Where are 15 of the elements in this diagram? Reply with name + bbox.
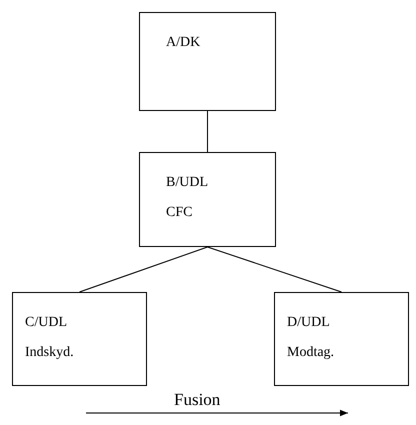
connector-line — [79, 246, 208, 292]
org-box — [12, 292, 147, 386]
box-label: B/UDL — [166, 175, 209, 191]
org-box — [274, 292, 409, 386]
box-label: D/UDL — [287, 315, 331, 331]
org-box — [139, 152, 276, 247]
arrow-label: Fusion — [174, 390, 220, 410]
connector-line — [207, 110, 208, 152]
box-label: CFC — [166, 205, 194, 221]
box-label: C/UDL — [25, 315, 68, 331]
box-label: Indskyd. — [25, 345, 75, 361]
connector-line — [207, 246, 342, 292]
box-label: A/DK — [166, 35, 202, 51]
box-label: Modtag. — [287, 345, 336, 361]
org-box — [139, 12, 276, 111]
